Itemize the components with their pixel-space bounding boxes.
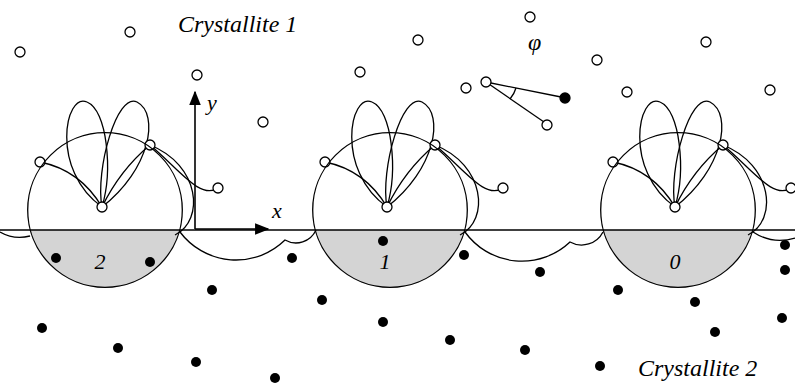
crystallite-1-atoms: [15, 12, 775, 127]
boundary-line: [0, 229, 795, 230]
angle-figure: [481, 77, 570, 130]
site-number: 2: [95, 251, 106, 273]
diagram-label: Crystallite 2: [638, 356, 757, 380]
diagram-label: φ: [528, 30, 541, 54]
grain-circle: 1: [312, 132, 468, 288]
site-number: 1: [380, 251, 391, 273]
grain-circle: 2: [27, 132, 183, 288]
grain-circle: 0: [600, 132, 756, 288]
axes: [195, 92, 268, 229]
crystallite-2-atoms: [37, 236, 790, 383]
site-number: 0: [670, 251, 681, 273]
diagram-label: x: [272, 200, 282, 222]
diagram-label: Crystallite 1: [178, 12, 297, 36]
grain-units: [35, 101, 795, 235]
diagram-label: y: [207, 92, 217, 114]
